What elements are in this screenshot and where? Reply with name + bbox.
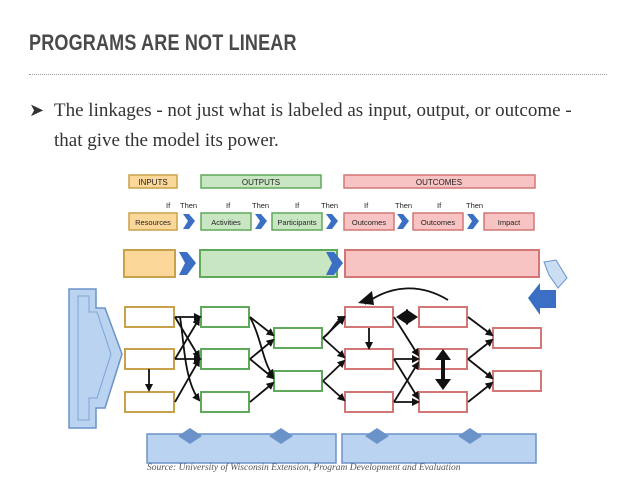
node-impact-label: Impact: [498, 218, 521, 227]
base-bar-left: [146, 433, 337, 464]
connector-if: If: [295, 201, 300, 210]
body-text: The linkages - not just what is labeled …: [54, 100, 572, 151]
node-output-2: [200, 348, 250, 370]
header-outputs: [200, 174, 322, 189]
loop-arrow-icon: [543, 259, 568, 289]
node-participants-label: Participants: [277, 218, 316, 227]
header-outputs-label: OUTPUTS: [242, 178, 280, 187]
connector-if: If: [437, 201, 442, 210]
connector-then: Then: [252, 201, 269, 210]
node-outcomes-2: [412, 212, 464, 231]
node-impact-1: [492, 327, 542, 349]
band-arrow-icon: [179, 252, 196, 275]
band-outputs: [199, 249, 338, 278]
slide-title: PROGRAMS ARE NOT LINEAR: [29, 30, 297, 55]
node-input-1: [124, 306, 175, 328]
connector-arrows: [145, 287, 494, 406]
node-outcomes-1: [343, 212, 395, 231]
left-feedback-inner: [77, 295, 112, 421]
header-inputs-label: INPUTS: [138, 178, 167, 187]
band-outcomes: [344, 249, 540, 278]
bold-arrowheads: [358, 291, 451, 390]
header-inputs: [128, 174, 178, 189]
node-impact-2: [492, 370, 542, 392]
node-output-4: [273, 327, 323, 349]
connector-if: If: [166, 201, 171, 210]
connector-then: Then: [180, 201, 197, 210]
loop-arrow-icon: [528, 283, 556, 315]
node-activities: [200, 212, 252, 231]
node-output-3: [200, 391, 250, 413]
source-caption: Source: University of Wisconsin Extensio…: [147, 463, 461, 473]
node-outcomes-2-label: Outcomes: [421, 218, 455, 227]
node-outcome-4: [418, 306, 468, 328]
node-outcomes-1-label: Outcomes: [352, 218, 386, 227]
band-inputs: [123, 249, 176, 278]
node-input-3: [124, 391, 175, 413]
node-outcome-3: [344, 391, 394, 413]
node-resources-label: Resources: [135, 218, 171, 227]
node-output-5: [273, 370, 323, 392]
header-outcomes: [343, 174, 536, 189]
node-participants: [271, 212, 323, 231]
base-arrow-icons: [178, 428, 482, 444]
node-outcome-6: [418, 391, 468, 413]
connector-then: Then: [321, 201, 338, 210]
title-divider: [29, 74, 607, 75]
node-activities-label: Activities: [211, 218, 241, 227]
left-feedback-arrow-icon: [68, 288, 123, 429]
node-outcome-2: [344, 348, 394, 370]
node-output-1: [200, 306, 250, 328]
node-outcome-1: [344, 306, 394, 328]
connector-then: Then: [466, 201, 483, 210]
blue-chevron-arrows: [183, 214, 479, 229]
node-impact: [483, 212, 535, 231]
node-input-2: [124, 348, 175, 370]
connector-if: If: [226, 201, 231, 210]
bullet-arrow-icon: ➤: [29, 100, 45, 121]
connector-if: If: [364, 201, 369, 210]
connector-then: Then: [395, 201, 412, 210]
header-outcomes-label: OUTCOMES: [416, 178, 462, 187]
band-arrow-icon: [326, 252, 343, 275]
node-resources: [128, 212, 178, 231]
